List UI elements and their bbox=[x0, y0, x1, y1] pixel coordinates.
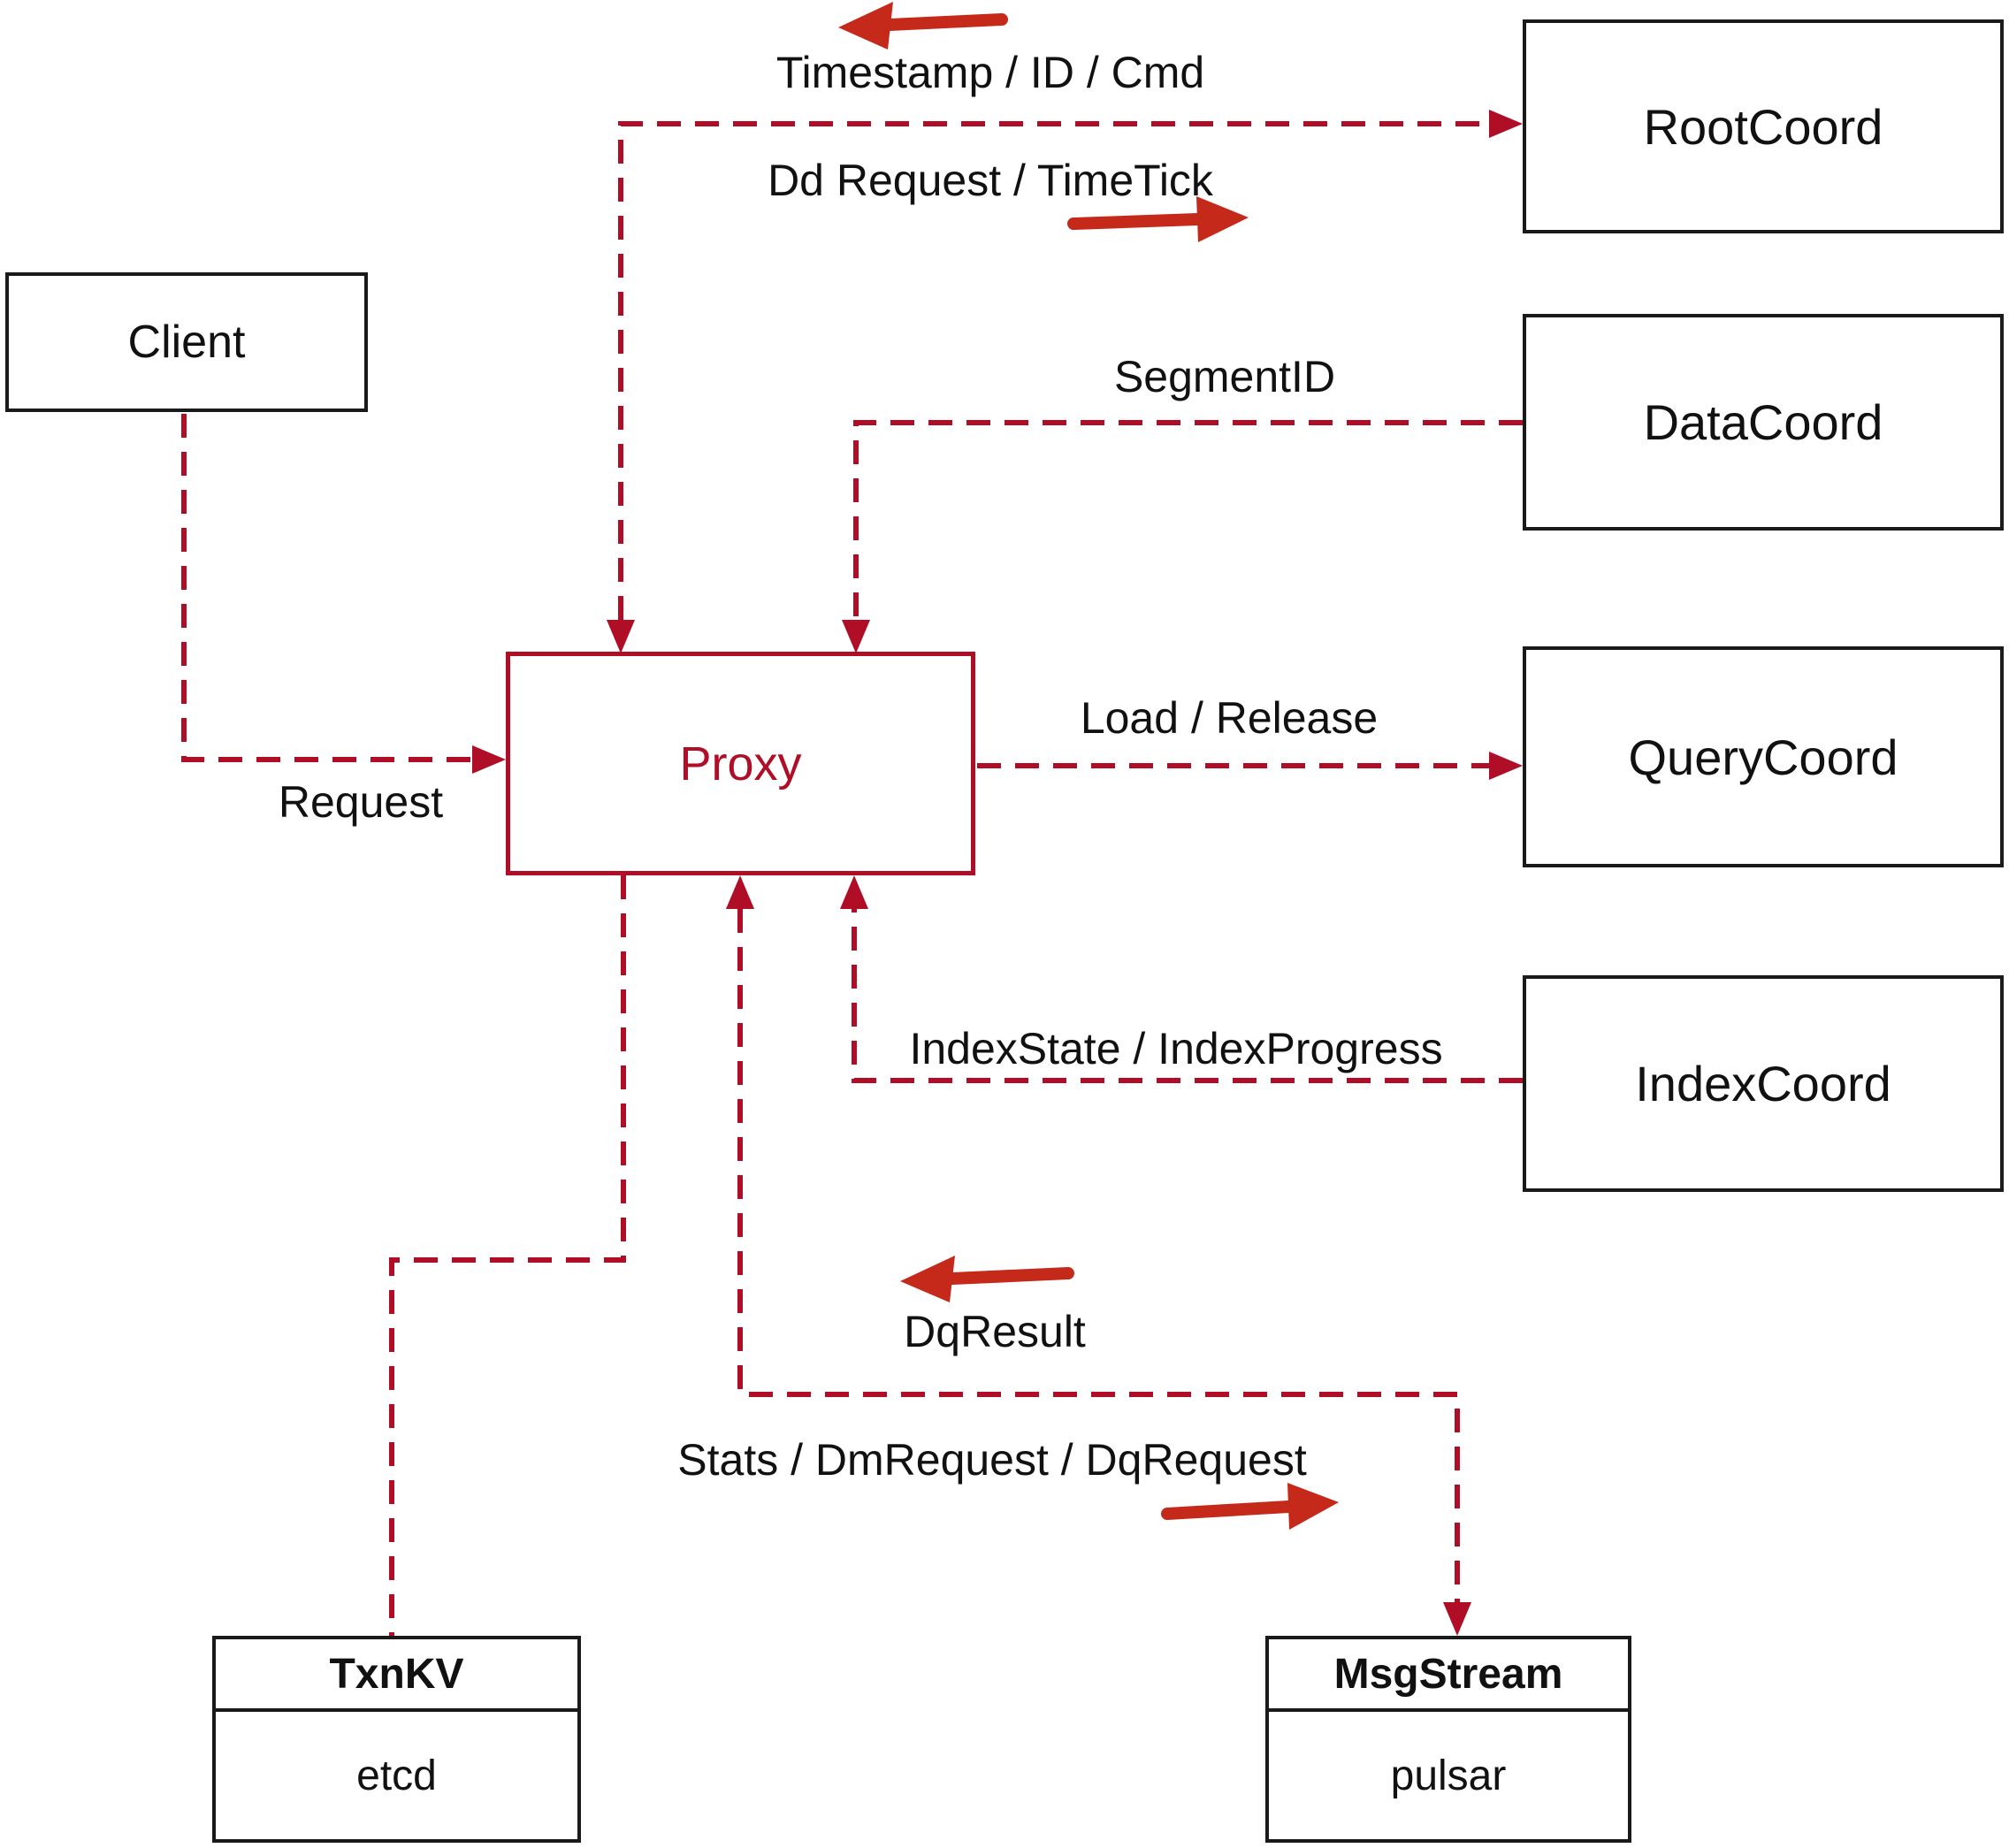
wire-indexcoord-proxy bbox=[852, 909, 1523, 1083]
node-querycoord: QueryCoord bbox=[1523, 646, 2004, 867]
node-msgstream-impl: pulsar bbox=[1390, 1752, 1507, 1799]
edge-label-stats: Stats / DmRequest / DqRequest bbox=[677, 1435, 1307, 1485]
freehand-arrow-right-stats bbox=[1161, 1483, 1339, 1530]
edge-label-timestamp: Timestamp / ID / Cmd bbox=[775, 48, 1205, 97]
freehand-arrow-left-timestamp bbox=[838, 2, 1008, 50]
edge-label-index-state: IndexState / IndexProgress bbox=[909, 1024, 1443, 1073]
node-datacoord: DataCoord bbox=[1523, 314, 2004, 531]
node-datacoord-label: DataCoord bbox=[1643, 394, 1883, 450]
arrowhead-down-into-msgstream bbox=[1443, 1602, 1471, 1636]
freehand-arrow-right-dd-request bbox=[1067, 196, 1249, 242]
node-txnkv-title: TxnKV bbox=[329, 1650, 464, 1698]
node-client-label: Client bbox=[127, 317, 246, 368]
node-msgstream-body: pulsar bbox=[1269, 1712, 1628, 1839]
node-rootcoord: RootCoord bbox=[1523, 19, 2004, 233]
arrowhead-up-into-proxy-from-msgstream bbox=[726, 875, 754, 909]
node-msgstream: MsgStream pulsar bbox=[1265, 1636, 1631, 1843]
arrowhead-down-into-proxy-from-datacoord bbox=[842, 620, 870, 653]
wire-proxy-txnkv bbox=[389, 875, 626, 1636]
node-txnkv: TxnKV etcd bbox=[212, 1636, 581, 1843]
node-txnkv-impl: etcd bbox=[356, 1752, 437, 1799]
freehand-arrow-left-dqresult bbox=[900, 1256, 1074, 1302]
edge-label-request: Request bbox=[278, 777, 444, 827]
edge-label-dq-result: DqResult bbox=[904, 1307, 1086, 1356]
edge-label-load-release: Load / Release bbox=[1080, 693, 1379, 743]
node-msgstream-title: MsgStream bbox=[1333, 1650, 1563, 1698]
arrowhead-right-into-rootcoord bbox=[1489, 110, 1523, 138]
wire-datacoord-proxy bbox=[853, 420, 1523, 620]
arrowhead-right-into-proxy-from-client bbox=[472, 745, 506, 774]
node-querycoord-label: QueryCoord bbox=[1628, 729, 1898, 785]
node-client: Client bbox=[5, 272, 368, 412]
wire-proxy-msgstream bbox=[737, 909, 1460, 1602]
node-rootcoord-label: RootCoord bbox=[1643, 98, 1883, 155]
edge-label-dd-request: Dd Request / TimeTick bbox=[768, 156, 1213, 205]
node-indexcoord: IndexCoord bbox=[1523, 975, 2004, 1192]
node-msgstream-header: MsgStream bbox=[1269, 1639, 1628, 1712]
node-indexcoord-label: IndexCoord bbox=[1635, 1056, 1891, 1111]
node-txnkv-header: TxnKV bbox=[216, 1639, 577, 1712]
wire-client-proxy bbox=[181, 414, 472, 762]
node-proxy-label: Proxy bbox=[679, 737, 802, 790]
node-txnkv-body: etcd bbox=[216, 1712, 577, 1839]
wire-proxy-rootcoord bbox=[618, 121, 1516, 620]
node-proxy: Proxy bbox=[506, 652, 975, 875]
arrowhead-right-into-querycoord bbox=[1489, 752, 1523, 780]
arrowhead-down-into-proxy-from-rootcoord bbox=[607, 620, 635, 653]
arrowhead-up-into-proxy-from-indexcoord bbox=[840, 875, 868, 909]
edge-label-segment-id: SegmentID bbox=[1113, 352, 1336, 401]
